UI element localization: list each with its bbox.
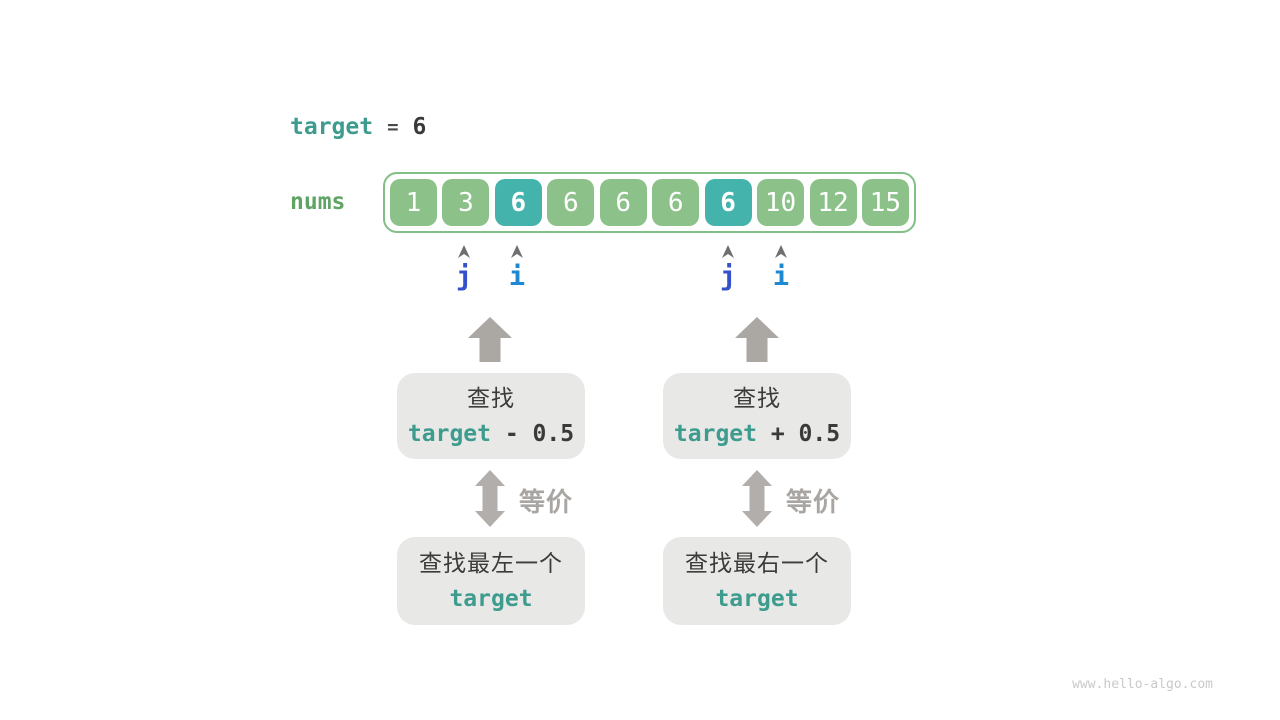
up-arrow-icon xyxy=(735,317,779,362)
expression-target-var: target xyxy=(673,421,757,447)
pointer-j-left: j xyxy=(444,245,484,292)
result-box-right: 查找最右一个 target xyxy=(663,537,851,625)
caret-up-icon xyxy=(511,245,523,258)
array-cell: 10 xyxy=(757,179,805,226)
search-box-left: 查找 target - 0.5 xyxy=(397,373,585,459)
pointer-i-left: i xyxy=(497,245,537,292)
pointer-label-i: i xyxy=(772,261,790,292)
result-text: 查找最左一个 xyxy=(419,550,563,576)
pointer-label-j: j xyxy=(455,261,473,292)
search-expression: target - 0.5 xyxy=(408,419,574,449)
expression-target-var: target xyxy=(407,421,491,447)
caret-up-icon xyxy=(775,245,787,258)
array-cell: 3 xyxy=(442,179,490,226)
array-cell: 15 xyxy=(861,179,909,226)
pointer-label-i: i xyxy=(508,261,526,292)
array-cell: 6 xyxy=(704,179,752,226)
array-cell: 6 xyxy=(494,179,542,226)
array-cell: 6 xyxy=(547,179,595,226)
array-cell: 6 xyxy=(599,179,647,226)
search-text: 查找 xyxy=(467,385,515,411)
array-cell: 1 xyxy=(390,179,437,226)
pointer-j-right: j xyxy=(708,245,748,292)
pointer-label-j: j xyxy=(719,261,737,292)
result-target-var: target xyxy=(449,586,533,612)
target-value: 6 xyxy=(412,114,427,140)
result-text: 查找最右一个 xyxy=(685,550,829,576)
pointer-i-right: i xyxy=(761,245,801,292)
caret-up-icon xyxy=(458,245,470,258)
search-text: 查找 xyxy=(733,385,781,411)
array-cell: 12 xyxy=(809,179,857,226)
caret-up-icon xyxy=(722,245,734,258)
double-arrow-icon xyxy=(475,470,505,527)
target-assignment: target = 6 xyxy=(290,112,426,142)
expression-operator: + 0.5 xyxy=(757,421,841,447)
result-target-var: target xyxy=(715,586,799,612)
expression-operator: - 0.5 xyxy=(491,421,575,447)
up-arrow-icon xyxy=(468,317,512,362)
equiv-label: 等价 xyxy=(519,487,574,517)
equals-sign: = xyxy=(387,116,399,138)
double-arrow-icon xyxy=(742,470,772,527)
search-expression: target + 0.5 xyxy=(674,419,840,449)
equiv-label: 等价 xyxy=(786,487,841,517)
result-box-left: 查找最左一个 target xyxy=(397,537,585,625)
target-variable-name: target xyxy=(290,114,374,140)
array-cell: 6 xyxy=(652,179,700,226)
nums-array: 1 3 6 6 6 6 6 10 12 15 xyxy=(383,172,916,233)
search-box-right: 查找 target + 0.5 xyxy=(663,373,851,459)
nums-label: nums xyxy=(290,189,346,215)
watermark: www.hello-algo.com xyxy=(1072,677,1213,692)
